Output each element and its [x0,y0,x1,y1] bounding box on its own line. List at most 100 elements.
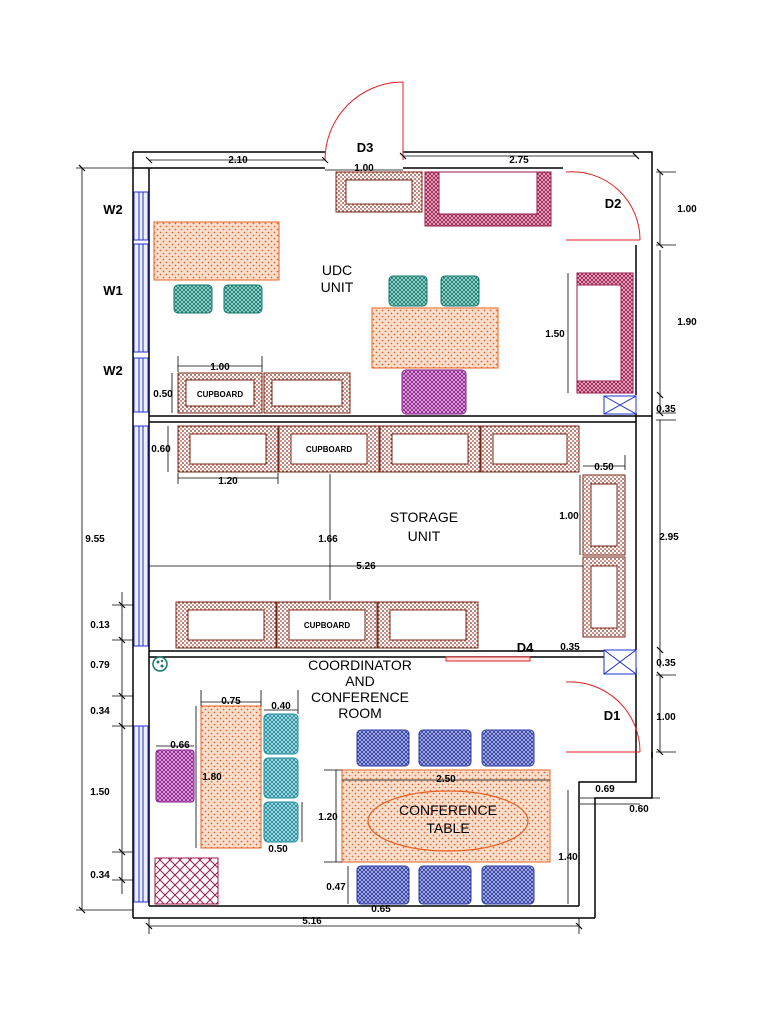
coordinator-desk [200,705,262,849]
dim-top-left: 2.10 [228,155,248,166]
dim-left-0-13: 0.13 [90,620,110,631]
dim-table-w: 2.50 [436,774,456,785]
dimension-ticks [78,152,664,930]
dim-storage-width: 5.26 [356,561,376,572]
udc-label-line2: UNIT [321,279,354,295]
label-w2-top: W2 [103,202,123,217]
storage-furniture: CUPBOARD CUPBOARD [175,425,637,675]
dim-cupboard-w: 1.00 [210,362,230,373]
shelf-top-3 [379,425,481,473]
conference-table-label-line2: TABLE [426,820,469,836]
udc-cupboard-1: CUPBOARD [177,372,263,414]
dim-side-0-35: 0.35 [560,642,580,653]
dim-table-span: 1.40 [558,852,578,863]
window-storage [133,425,149,647]
side-cabinet-2 [582,556,626,638]
udc-desk-left [153,221,280,281]
cupboard-label: CUPBOARD [197,390,243,399]
dim-left-0-34a: 0.34 [90,706,110,717]
dim-right-d1: 1.00 [656,712,676,723]
dim-shelf-w: 1.20 [218,476,238,487]
window-coord [133,725,149,903]
sofa-top [424,171,552,227]
dim-desk-w: 0.75 [221,696,241,707]
dim-top-right: 2.75 [509,155,529,166]
label-w1: W1 [103,283,123,298]
dim-chair-0-50: 0.50 [268,844,288,855]
door-d1 [565,681,641,753]
purple-chair [155,749,195,803]
coord-label-line1: COORDINATOR [308,657,412,673]
green-chair [173,275,480,314]
dim-notch-0-69: 0.69 [595,784,615,795]
crosshatch-table [154,857,219,905]
window-w1 [133,243,149,353]
column-box-top [603,395,637,415]
door-d4 [445,656,531,662]
column-box-bottom [603,649,637,675]
teal-chair [263,713,299,843]
storage-label-line2: UNIT [408,528,441,544]
doors [324,81,641,753]
dimension-texts: 2.10 1.00 2.75 1.00 1.90 0.35 2.95 0.35 … [85,155,697,927]
shelf-top-4 [480,425,580,473]
label-d1: D1 [604,708,621,723]
opening-labels: D3 D2 D1 D4 W2 W1 W2 [103,140,621,723]
dim-left-1-50: 1.50 [90,787,110,798]
dimension-lines [76,155,676,934]
label-w2-mid: W2 [103,363,123,378]
dim-right-1-90: 1.90 [677,317,697,328]
blue-chair [356,729,535,905]
dim-desk-h: 1.80 [202,772,222,783]
purple-chair [401,369,467,415]
dim-cupboard-h: 0.50 [153,389,173,400]
dim-left-0-34b: 0.34 [90,870,110,881]
label-d3: D3 [357,140,374,155]
coord-label-line3: CONFERENCE [311,689,409,705]
dim-shelf-h: 0.60 [151,444,171,455]
conference-table-label-line1: CONFERENCE [399,802,497,818]
coordinator-furniture: CONFERENCE TABLE [152,656,551,905]
dim-side-cab-w: 0.50 [594,462,614,473]
dim-table-h: 1.20 [318,812,338,823]
conference-table: CONFERENCE TABLE [341,769,551,863]
dim-right-d2: 1.00 [677,204,697,215]
dim-side-cab-h: 1.00 [559,511,579,522]
cupboard-label: CUPBOARD [306,445,352,454]
dim-right-0-35b: 0.35 [656,658,676,669]
dim-storage-gap: 1.66 [318,534,338,545]
dim-notch-0-60: 0.60 [629,804,649,815]
window-w2-mid [133,357,149,413]
coord-label-line2: AND [345,673,375,689]
dim-top-door: 1.00 [354,163,374,174]
room-labels: UDC UNIT STORAGE UNIT COORDINATOR AND CO… [308,262,458,721]
cupboard-label: CUPBOARD [304,621,350,630]
door-d2 [565,171,641,241]
coord-label-line4: ROOM [338,705,382,721]
shelf-bottom-3 [377,601,479,649]
shelf-top-1 [177,425,279,473]
dim-sofa-h: 1.50 [545,329,565,340]
udc-desk-center [371,307,499,369]
udc-furniture: CUPBOARD [153,171,637,415]
dim-chair-0-66: 0.66 [170,740,190,751]
dim-left-0-79: 0.79 [90,660,110,671]
dim-right-0-35a: 0.35 [656,404,676,415]
side-cabinet-1 [582,474,626,556]
walls [132,151,653,919]
udc-cupboard-2 [263,372,351,414]
windows [133,191,149,903]
top-cabinet [335,171,423,213]
udc-label-line1: UDC [322,262,352,278]
sofa-right [576,272,634,394]
storage-label-line1: STORAGE [390,509,458,525]
dim-right-2-95: 2.95 [659,532,679,543]
dim-left-total: 9.55 [85,534,105,545]
dim-chair-0-65: 0.65 [371,904,391,915]
dim-chair-0-47: 0.47 [326,882,346,893]
plant-icon [152,656,168,672]
shelf-top-2: CUPBOARD [278,425,380,473]
dim-chair-0-40: 0.40 [271,701,291,712]
label-d4: D4 [517,640,534,655]
